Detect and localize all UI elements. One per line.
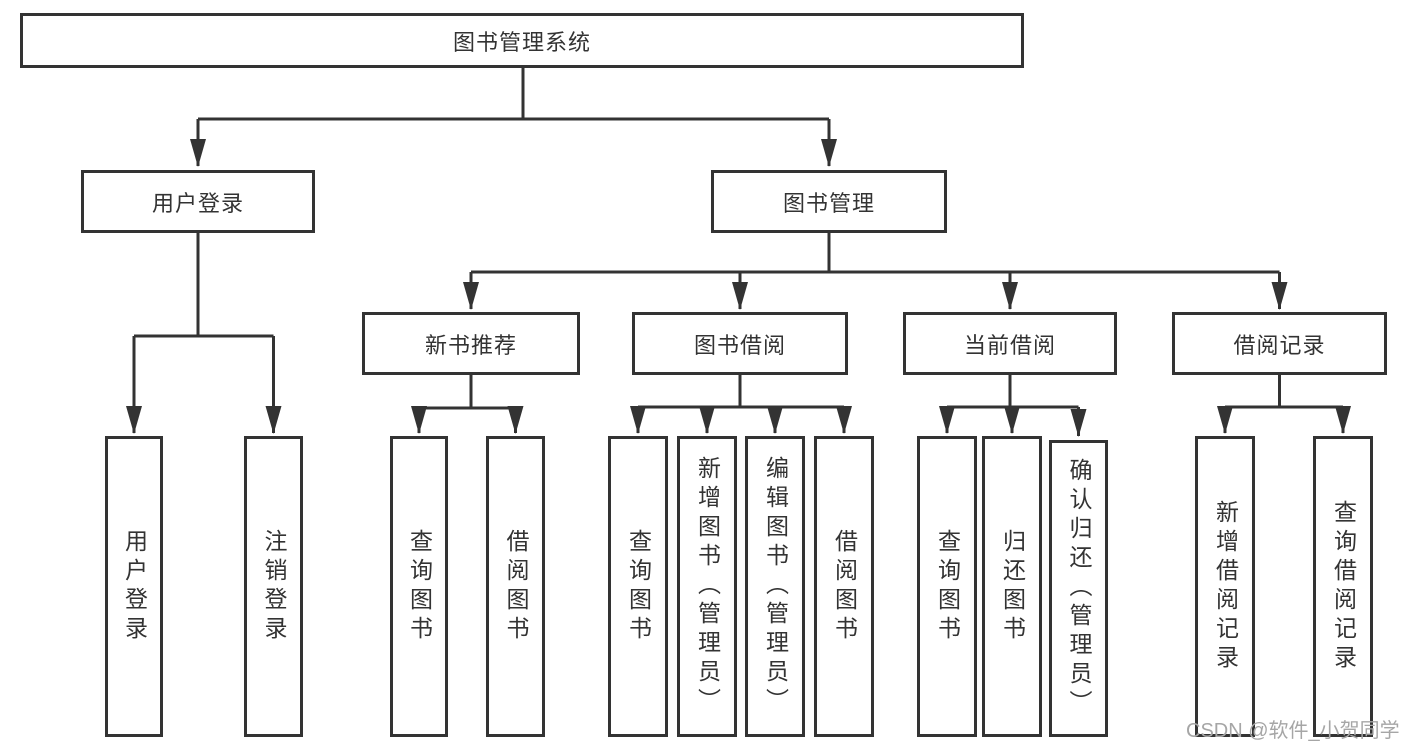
node-leaf-bb-edit: 编辑图书（管理员）: [745, 436, 805, 737]
node-leaf-cb-query: 查询图书: [917, 436, 977, 737]
node-leaf-nb-borrow: 借阅图书: [486, 436, 545, 737]
connector-book-mgmt-children: [463, 233, 1288, 310]
leaf-label: 归还图书: [999, 528, 1026, 645]
node-leaf-nb-query: 查询图书: [390, 436, 448, 737]
leaf-label: 确认归还（管理员）: [1066, 458, 1092, 719]
connector-root-to-level2: [190, 68, 837, 167]
leaf-label: 查询图书: [625, 528, 652, 645]
leaf-label: 新增图书（管理员）: [694, 456, 721, 717]
node-leaf-bb-borrow: 借阅图书: [814, 436, 874, 737]
leaf-label: 注销登录: [261, 528, 287, 645]
node-leaf-cb-confirm: 确认归还（管理员）: [1049, 440, 1108, 737]
leaf-label: 新增借阅记录: [1212, 499, 1239, 674]
connector-user-login-children: [126, 233, 282, 434]
connector-borrow-children: [630, 375, 852, 434]
leaf-label: 查询图书: [934, 528, 961, 645]
connector-new-rec-children: [411, 375, 524, 434]
leaf-label: 用户登录: [121, 528, 148, 645]
node-user-login: 用户登录: [81, 170, 315, 233]
leaf-label: 借阅图书: [503, 528, 529, 645]
node-leaf-br-add: 新增借阅记录: [1195, 436, 1255, 737]
leaf-label: 查询图书: [406, 528, 433, 645]
node-current-borrow: 当前借阅: [903, 312, 1117, 375]
node-leaf-cb-return: 归还图书: [982, 436, 1042, 737]
connector-current-children: [939, 375, 1087, 437]
node-new-book-rec: 新书推荐: [362, 312, 580, 375]
node-borrow-record: 借阅记录: [1172, 312, 1387, 375]
node-leaf-logout: 注销登录: [244, 436, 303, 737]
node-root: 图书管理系统: [20, 13, 1024, 68]
connector-record-children: [1217, 375, 1351, 434]
leaf-label: 借阅图书: [831, 528, 858, 645]
leaf-label: 查询借阅记录: [1330, 499, 1357, 674]
node-book-borrow: 图书借阅: [632, 312, 848, 375]
node-book-mgmt: 图书管理: [711, 170, 947, 233]
node-leaf-bb-add: 新增图书（管理员）: [677, 436, 737, 737]
node-leaf-br-query: 查询借阅记录: [1313, 436, 1373, 737]
node-leaf-user-login: 用户登录: [105, 436, 163, 737]
csdn-watermark: CSDN @软件_小贺同学: [1186, 720, 1400, 742]
leaf-label: 编辑图书（管理员）: [762, 456, 789, 717]
node-leaf-bb-query: 查询图书: [608, 436, 668, 737]
